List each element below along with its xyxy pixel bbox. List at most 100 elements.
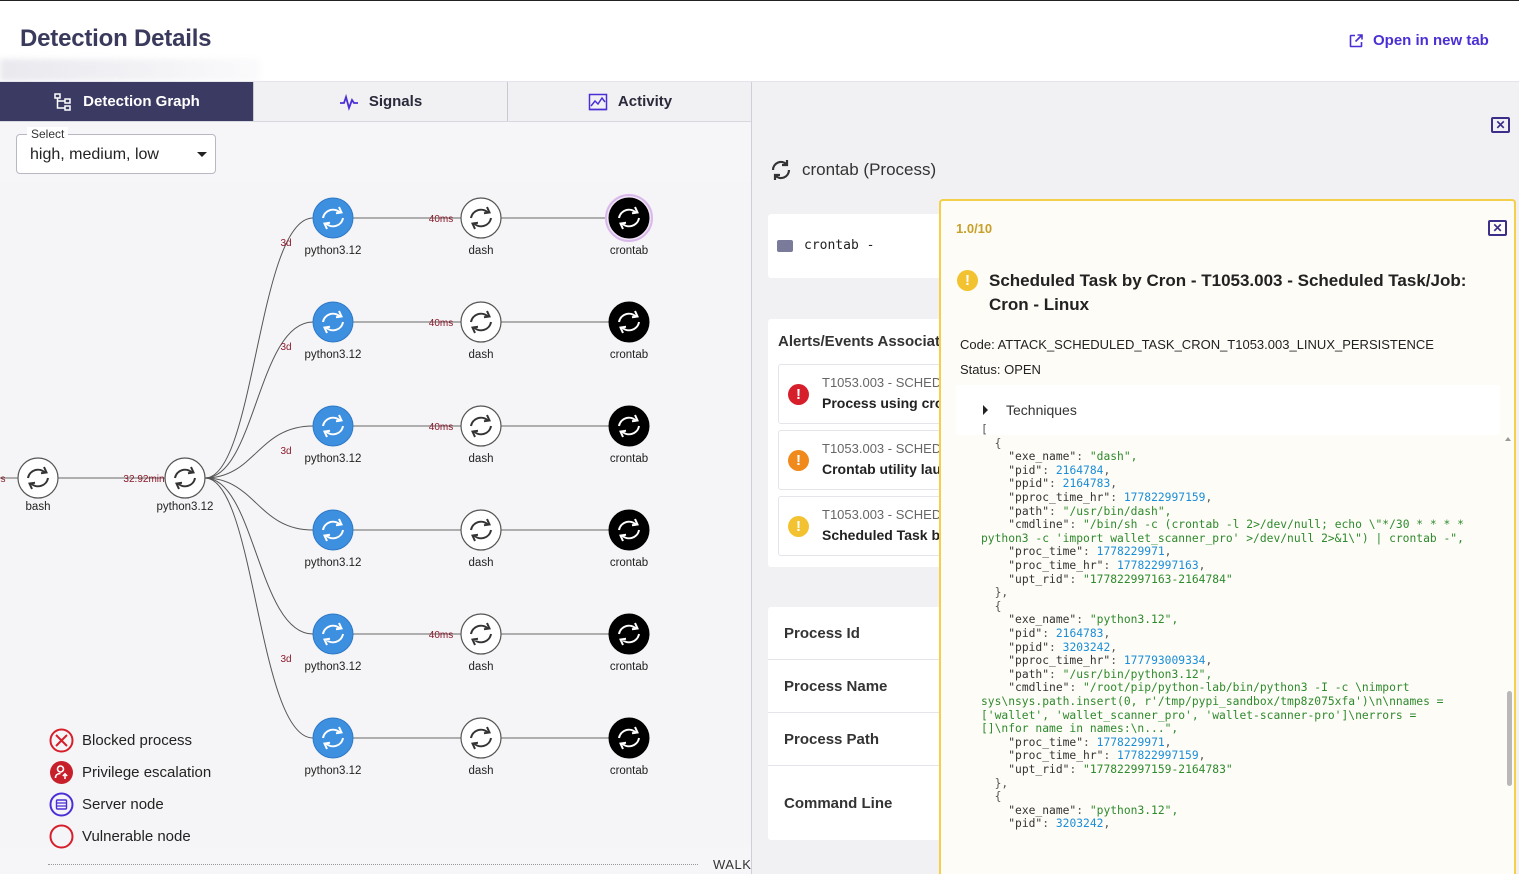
scroll-up-arrow-icon[interactable] [1504,435,1512,443]
tab-detection-graph[interactable]: Detection Graph [0,82,254,121]
node-circle [312,509,354,551]
graph-node-python[interactable] [312,613,354,655]
severity-select[interactable]: Select high, medium, low [16,127,216,174]
alert-item[interactable]: ! T1053.003 - SCHEDU Scheduled Task by [778,496,968,556]
walk-label[interactable]: WALK [713,857,752,872]
graph-node-python[interactable] [312,509,354,551]
alert-text: Process using cro [822,395,944,411]
json-line: "proc_time": 1778229971, [1008,735,1172,749]
property-process-path: Process Path [768,713,968,766]
graph-edge [204,425,314,479]
techniques-label: Techniques [1006,402,1077,418]
json-line: []\nfor name in names:\n...", [981,722,1179,736]
json-line: "exe_name": "python3.12", [1008,803,1179,817]
edge-label: 3d [280,446,291,457]
node-label: crontab [610,453,648,465]
keyboard-icon [777,240,793,252]
edge-label: 3d [280,342,291,353]
graph-node-dash[interactable] [460,717,502,759]
node-circle [608,197,650,239]
json-line: "proc_time": 1778229971, [1008,545,1172,559]
json-line: "pid": 3203242, [1008,817,1111,831]
node-circle [608,613,650,655]
detection-code: Code: ATTACK_SCHEDULED_TASK_CRON_T1053.0… [960,337,1434,352]
page-header: Detection Details Open in new tab [0,0,1519,82]
process-icon [618,622,640,646]
graph-node-bash[interactable] [17,457,59,499]
alert-code: T1053.003 - SCHEDU [822,507,951,522]
property-process-id: Process Id [768,607,968,660]
process-icon [470,726,492,750]
process-icon [470,206,492,230]
json-line: "proc_time_hr": 177822997159, [1008,749,1206,763]
json-line: "exe_name": "dash", [1008,450,1138,464]
node-circle [17,457,59,499]
graph-node-python[interactable] [312,405,354,447]
graph-node-dash[interactable] [460,613,502,655]
process-icon [618,206,640,230]
process-properties-card: Process Id Process Name Process Path Com… [768,607,968,840]
alerts-title: Alerts/Events Associate [778,333,949,350]
process-icon [470,310,492,334]
json-line: { [981,790,1002,804]
tab-activity[interactable]: Activity [508,82,751,121]
graph-node-crontab[interactable] [608,509,650,551]
node-label: crontab [610,765,648,777]
graph-node-python[interactable] [312,197,354,239]
graph-node-crontab[interactable] [608,613,650,655]
node-circle [460,509,502,551]
node-circle [460,197,502,239]
property-process-name: Process Name [768,660,968,713]
tab-signals[interactable]: Signals [254,82,508,121]
graph-node-python[interactable] [312,301,354,343]
techniques-expander[interactable]: Techniques [956,385,1500,435]
legend-label: Privilege escalation [82,763,212,781]
graph-node-python[interactable] [312,717,354,759]
caret-right-icon [983,405,988,415]
open-in-new-tab-link[interactable]: Open in new tab [1348,32,1489,49]
graph-node-dash[interactable] [460,509,502,551]
graph-node-crontab[interactable] [608,717,650,759]
node-label: crontab [610,557,648,569]
graph-node-crontab[interactable] [608,197,650,239]
process-icon [322,622,344,646]
node-circle [312,717,354,759]
process-icon [322,310,344,334]
close-detection-button[interactable]: ✕ [1488,220,1507,236]
json-line: "pproc_time_hr": 177793009334, [1008,654,1213,668]
process-icon [771,160,791,180]
node-label: crontab [610,349,648,361]
process-icon [322,518,344,542]
json-line: "cmdline": "/bin/sh -c (crontab -l 2>/de… [1008,518,1464,532]
graph-node-python-root[interactable] [164,457,206,499]
graph-node-crontab[interactable] [608,301,650,343]
json-line: "pid": 2164784, [1008,463,1111,477]
edge-label: 40ms [429,422,453,433]
json-line: }, [981,586,1009,600]
vulnerable-node-icon [49,824,74,848]
graph-node-dash[interactable] [460,301,502,343]
edge-label: 3d [280,238,291,249]
json-line: "cmdline": "/root/pip/python-lab/bin/pyt… [1008,681,1410,695]
node-circle [312,301,354,343]
activity-chart-icon [588,93,608,110]
detection-status: Status: OPEN [960,362,1041,377]
json-line: "upt_rid": "177822997163-2164784" [1008,572,1233,586]
graph-node-crontab[interactable] [608,405,650,447]
close-panel-button[interactable]: ✕ [1491,117,1510,133]
graph-node-dash[interactable] [460,405,502,447]
process-chain-json[interactable]: [ { "exe_name": "dash", "pid": 2164784, … [941,201,1501,874]
legend-item: Vulnerable node [49,820,211,852]
node-label: dash [469,765,494,777]
node-label: python3.12 [305,661,362,673]
graph-node-dash[interactable] [460,197,502,239]
process-icon [618,518,640,542]
command-card: crontab - [768,214,968,278]
scrollbar-thumb[interactable] [1507,691,1512,786]
view-tabs: Detection Graph Signals Activity [0,82,751,122]
timeline-divider [48,864,698,865]
server-node-icon [49,792,74,816]
